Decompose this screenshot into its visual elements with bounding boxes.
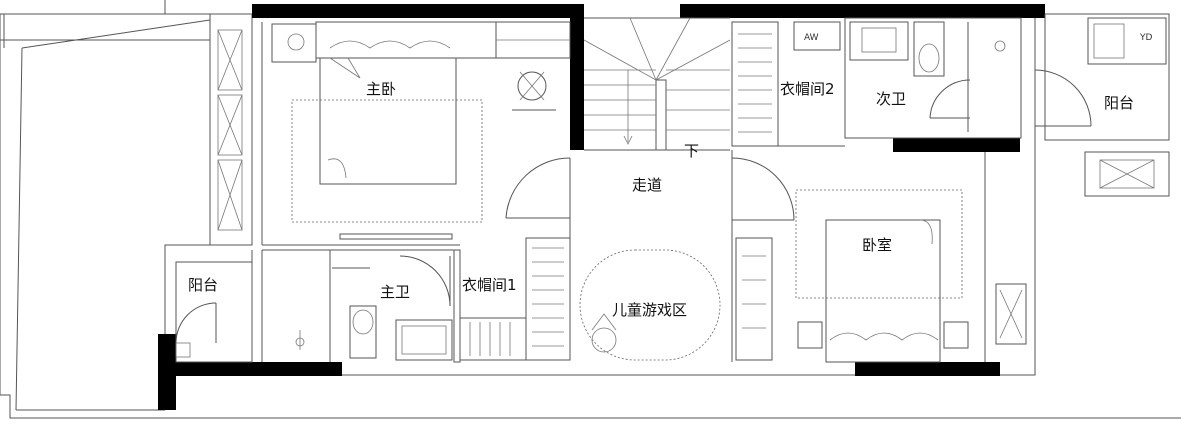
wardrobe-1: 衣帽间1 bbox=[459, 237, 571, 361]
room-label-bedroom: 卧室 bbox=[862, 236, 892, 254]
corridor-doors: 走道 bbox=[505, 150, 795, 362]
stairwell: 下 bbox=[583, 17, 731, 160]
building-outline bbox=[164, 14, 1036, 376]
room-label-master-bedroom: 主卧 bbox=[366, 80, 396, 98]
washer-label-right: YD bbox=[1139, 33, 1152, 43]
second-bath: 次卫 bbox=[844, 17, 1022, 139]
bedroom: 卧室 bbox=[735, 152, 1027, 363]
master-bedroom: 主卧 bbox=[271, 21, 571, 240]
left-window-column bbox=[209, 13, 253, 246]
room-label-balcony-right: 阳台 bbox=[1104, 94, 1134, 112]
outer-terrace bbox=[0, 0, 1181, 419]
room-label-wardrobe-1: 衣帽间1 bbox=[462, 276, 517, 294]
right-balcony: YD 阳台 bbox=[1034, 13, 1170, 197]
room-label-balcony-left: 阳台 bbox=[188, 276, 218, 294]
washer-label-left: AW bbox=[804, 33, 819, 43]
master-bath: 主卫 bbox=[262, 249, 461, 363]
room-label-second-bath: 次卫 bbox=[876, 90, 906, 108]
room-label-kids-play-area: 儿童游戏区 bbox=[612, 301, 687, 319]
wardrobe-2: AW 衣帽间2 bbox=[731, 21, 845, 147]
room-label-stairs-down: 下 bbox=[684, 142, 699, 160]
kids-play-area: 儿童游戏区 bbox=[579, 249, 721, 361]
room-label-corridor: 走道 bbox=[632, 176, 662, 194]
room-label-wardrobe-2: 衣帽间2 bbox=[780, 80, 835, 98]
structural-walls bbox=[158, 4, 1045, 410]
room-label-master-bath: 主卫 bbox=[380, 283, 410, 301]
left-balcony: 阳台 bbox=[175, 261, 253, 363]
